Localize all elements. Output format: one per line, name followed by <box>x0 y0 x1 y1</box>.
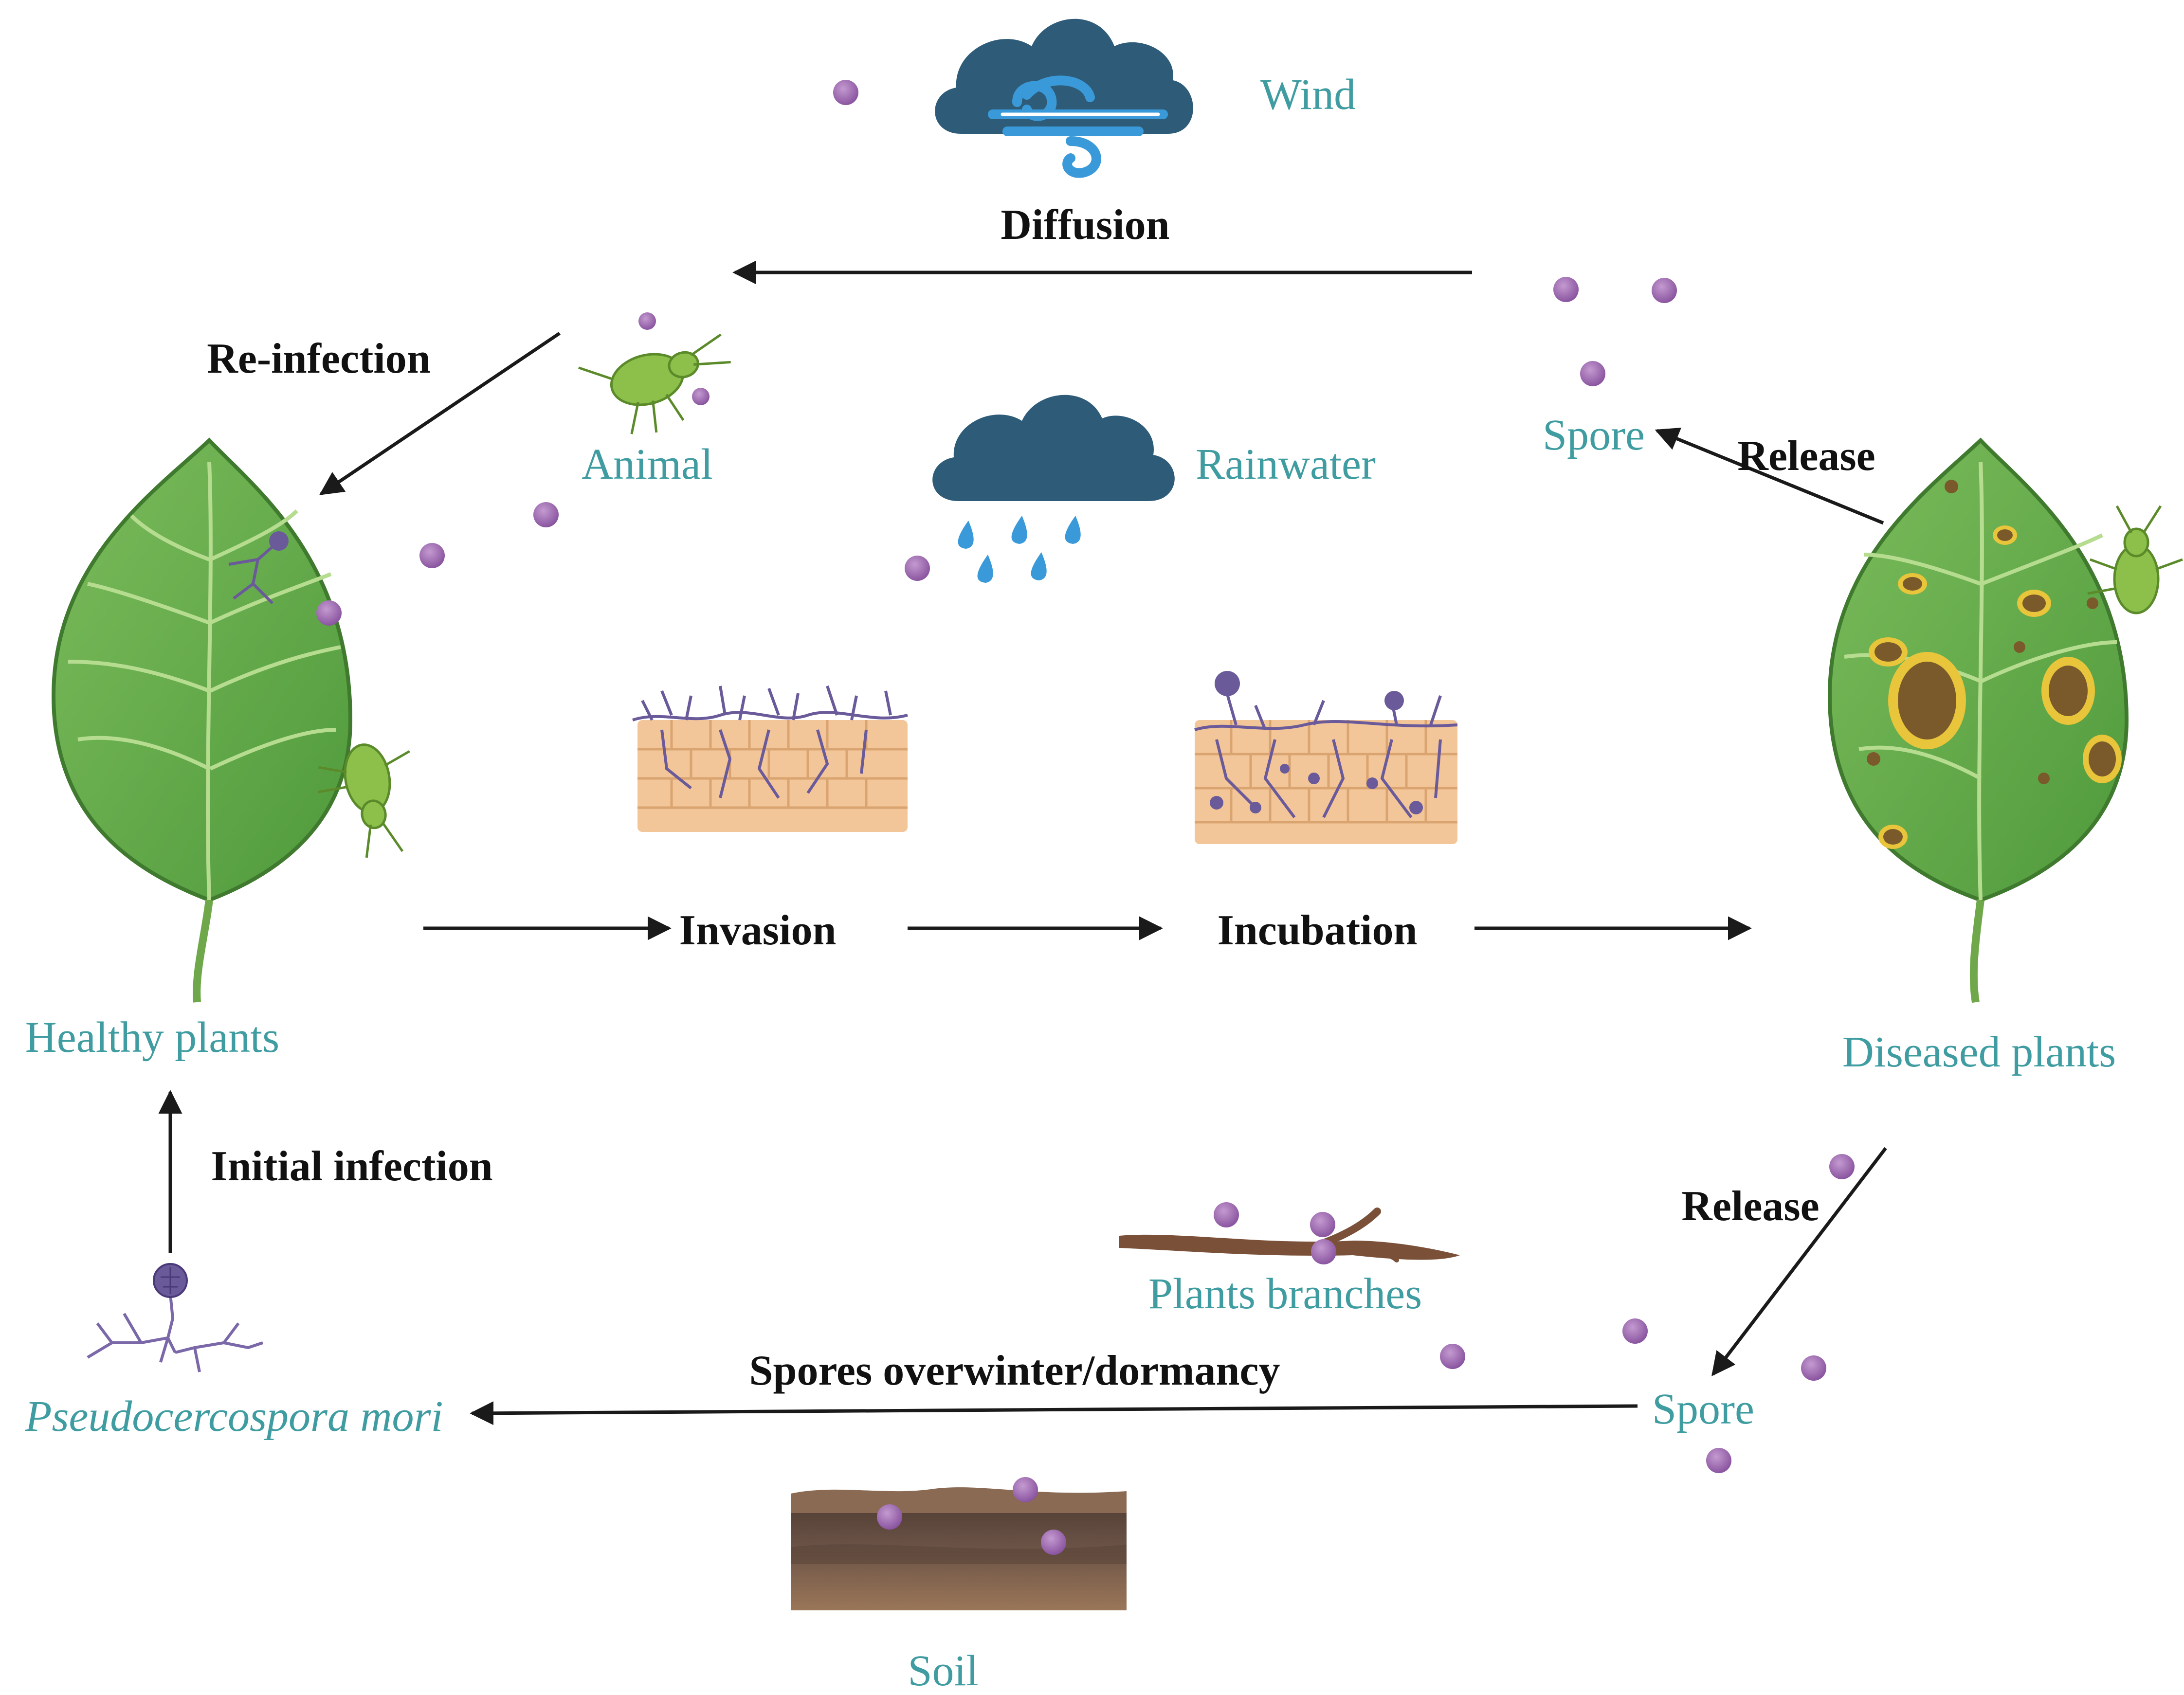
invasion-label: Invasion <box>679 907 837 954</box>
plants-branches-label: Plants branches <box>1148 1270 1422 1318</box>
spore-top-label: Spore <box>1543 411 1645 459</box>
spore-icon <box>1041 1530 1066 1555</box>
release-top-arrow <box>1655 428 1884 525</box>
animal-label: Animal <box>582 440 713 488</box>
diffusion-label: Diffusion <box>1001 201 1170 249</box>
soil-layer-icon <box>791 1487 1127 1610</box>
spores <box>316 80 1855 1555</box>
tissue-incubation-icon <box>1194 671 1458 844</box>
spore-icon <box>1214 1202 1239 1227</box>
overwinter-arrow <box>470 1401 1638 1425</box>
soil-label: Soil <box>908 1647 979 1695</box>
healthy-leaf-icon <box>51 437 410 1003</box>
spore-icon <box>533 502 559 527</box>
aphid-icon <box>578 333 731 434</box>
spore-icon <box>877 1504 902 1530</box>
spore-icon <box>1801 1355 1826 1381</box>
spore-icon <box>1829 1154 1855 1179</box>
lesions <box>1867 480 2122 849</box>
spore-icon <box>1580 361 1605 386</box>
release-top-label: Release <box>1737 433 1875 480</box>
tissue-invasion-icon <box>632 685 908 832</box>
wind-label: Wind <box>1260 71 1356 119</box>
spore-icon <box>1622 1318 1648 1344</box>
release-bottom-arrow <box>1711 1147 1887 1376</box>
spore-icon <box>1013 1477 1038 1502</box>
spore-icon <box>419 543 445 568</box>
arrows <box>158 260 1887 1425</box>
reinfection-label: Re-infection <box>207 335 431 382</box>
spore-icon <box>692 388 710 405</box>
incubation-label: Incubation <box>1217 907 1418 954</box>
spore-icon <box>905 556 930 581</box>
release-bottom-label: Release <box>1681 1183 1820 1230</box>
spore-icon <box>1652 278 1677 303</box>
spore-icon <box>1706 1448 1731 1473</box>
spore-icon <box>1310 1212 1335 1237</box>
diseased-leaf-icon <box>1827 437 2183 1003</box>
healthy-plants-label: Healthy plants <box>25 1013 280 1062</box>
cloud-wind-icon <box>935 18 1193 178</box>
spore-icon <box>1311 1239 1336 1264</box>
aphid-on-leaf-icon <box>317 743 410 858</box>
spore-icon <box>833 80 858 105</box>
spore-bottom-label: Spore <box>1652 1385 1754 1433</box>
pathogen-label: Pseudocercospora mori <box>25 1392 443 1441</box>
branch-icon <box>1119 1208 1460 1262</box>
aphid-on-diseased-leaf-icon <box>2087 505 2183 614</box>
diseased-plants-label: Diseased plants <box>1842 1028 2116 1076</box>
fungus-conidiophore-icon <box>87 1263 263 1372</box>
spore-icon <box>1440 1344 1465 1369</box>
overwinter-label: Spores overwinter/dormancy <box>749 1347 1280 1394</box>
spore-icon <box>316 600 342 626</box>
reinfection-arrow <box>319 332 561 495</box>
rainwater-label: Rainwater <box>1196 440 1376 488</box>
initial-infection-label: Initial infection <box>211 1143 493 1190</box>
spore-icon <box>1553 277 1579 302</box>
rain-cloud-icon <box>932 395 1175 583</box>
spore-icon <box>638 312 656 330</box>
